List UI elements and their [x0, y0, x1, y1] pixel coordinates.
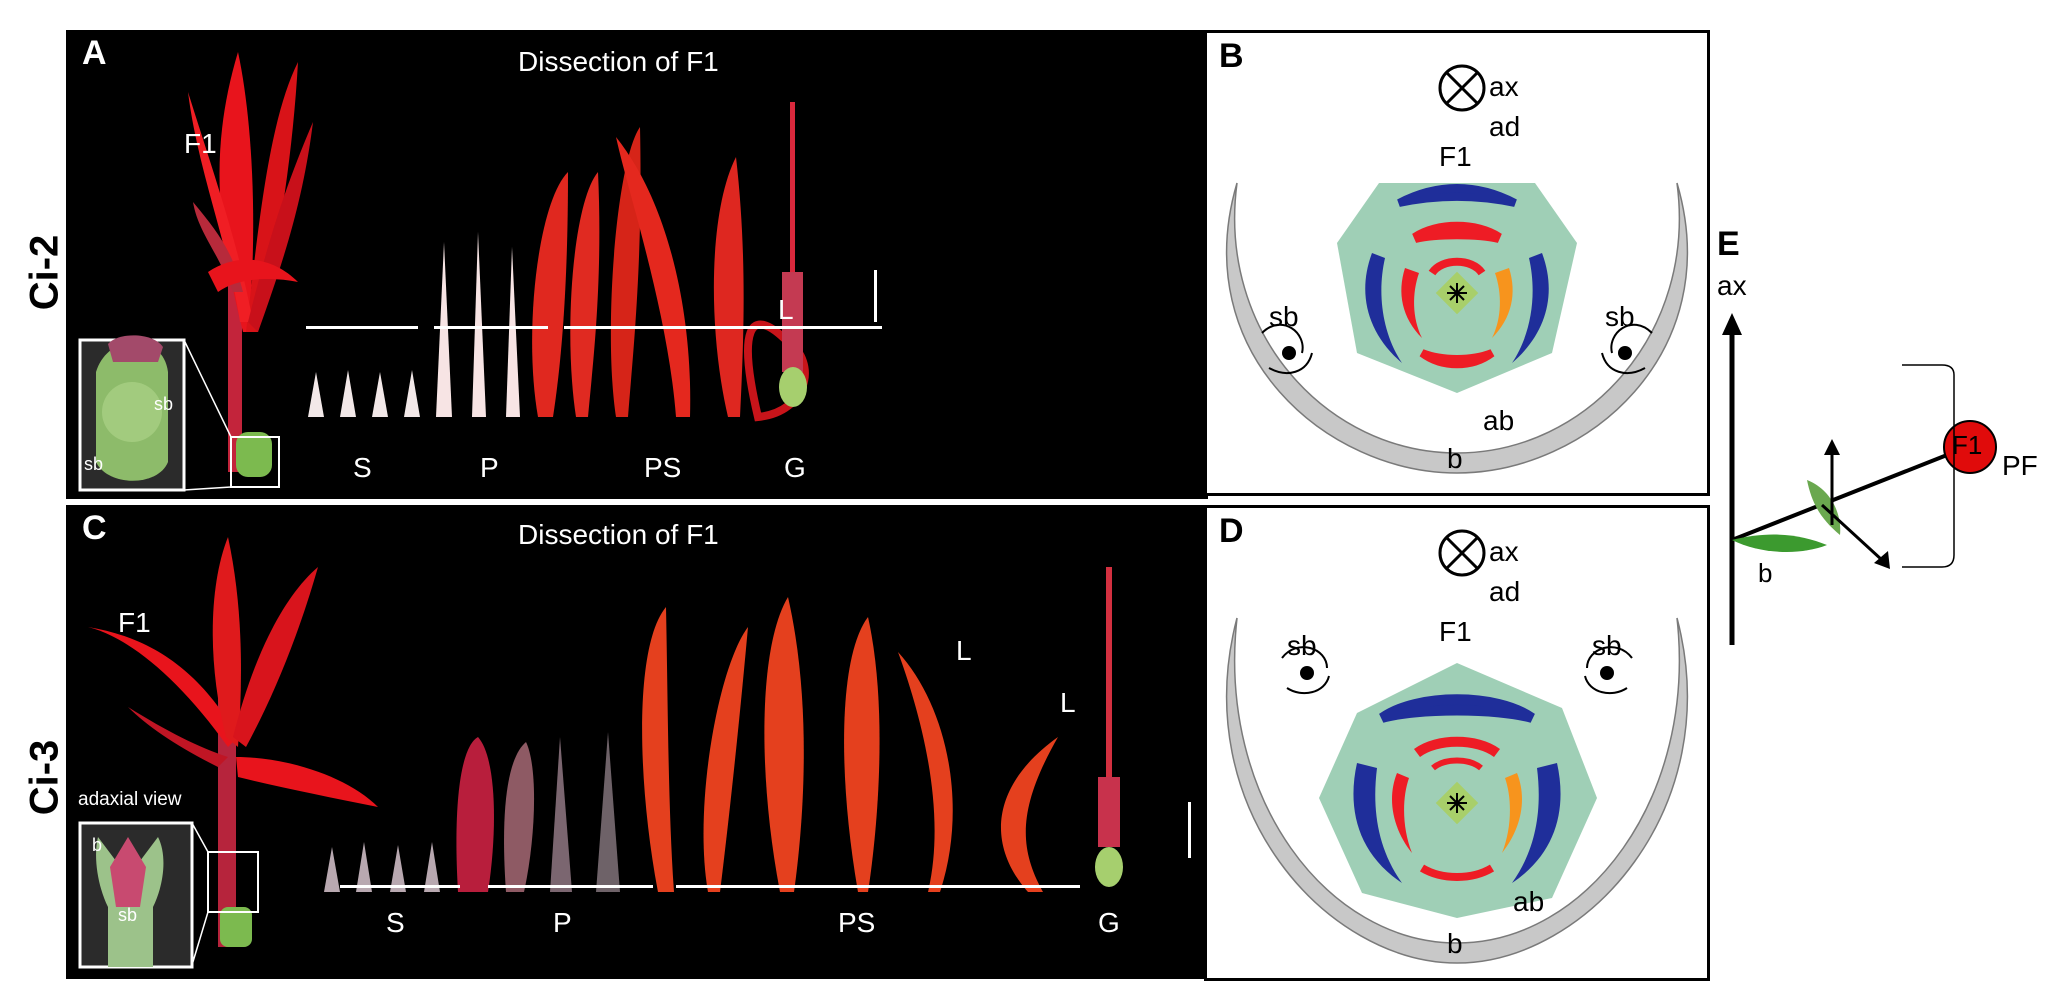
panel-c-label-l1: L — [956, 635, 972, 666]
panel-e-label-pf: PF — [2002, 450, 2038, 481]
petal-b-right — [1512, 253, 1549, 363]
panel-c-title: Dissection of F1 — [518, 519, 719, 550]
sepals-photo-c — [324, 842, 440, 892]
panel-c-plants — [78, 537, 1191, 969]
panel-c-label-s: S — [386, 907, 405, 938]
panel-a-label-l: L — [778, 294, 794, 325]
panel-d-label-sb-left: sb — [1287, 630, 1317, 661]
petals-photo-c — [456, 732, 620, 892]
panel-a-plants — [78, 52, 882, 492]
panel-d-label-b: b — [1447, 928, 1463, 959]
panel-b-label-sb-right: sb — [1605, 301, 1635, 332]
row-label-ci-3: Ci-3 — [22, 739, 67, 816]
panel-b-label-ab: ab — [1483, 405, 1515, 436]
petaloid-staminodes-photo — [532, 127, 809, 422]
panel-d-letter: D — [1219, 512, 1244, 550]
panel-a-flower-label: F1 — [184, 128, 217, 159]
flower-f1-photo-c — [88, 537, 378, 947]
panel-e-letter: E — [1717, 225, 1740, 263]
petal-b-top — [1397, 184, 1517, 207]
petals-photo — [436, 232, 520, 417]
petal-b-left — [1365, 253, 1402, 363]
panel-e-label-b: b — [1758, 558, 1773, 588]
panel-c-inset-title: adaxial view — [78, 789, 182, 810]
panel-e-schematic: E ax F1 b PF — [1712, 225, 2047, 655]
panel-e-label-f1: F1 — [1952, 430, 1983, 460]
panel-d-label-ab: ab — [1513, 886, 1545, 917]
gynoecium-photo — [779, 102, 807, 407]
panel-c-inset-label-sb: sb — [118, 905, 138, 925]
panel-a-photo: A Dissection of F1 F1 sb sb S P PS L G — [66, 30, 1208, 499]
panel-b-label-ad: ad — [1489, 111, 1521, 142]
panel-d-label-ad: ad — [1489, 576, 1521, 607]
panel-d-label-sb-right: sb — [1592, 630, 1622, 661]
panel-a-label-s: S — [353, 452, 372, 483]
panel-c-inset-label-b: b — [92, 835, 103, 855]
panel-b-label-f1: F1 — [1439, 141, 1472, 172]
panel-a-letter: A — [82, 34, 107, 72]
panel-c-label-ps: PS — [838, 907, 876, 938]
panel-a-inset-label-1: sb — [154, 394, 174, 414]
panel-c-flower-label: F1 — [118, 607, 151, 638]
row-label-ci-2: Ci-2 — [22, 234, 67, 311]
gynoecium-photo-c — [1095, 567, 1123, 887]
panel-b-label-sb-left: sb — [1269, 301, 1299, 332]
floral-diagram-d — [1226, 529, 1688, 964]
panel-a-inset-label-2: sb — [84, 454, 104, 474]
panel-d-label-f1: F1 — [1439, 616, 1472, 647]
panel-e-label-ax: ax — [1717, 270, 1747, 301]
panel-c-label-g: G — [1098, 907, 1120, 938]
panel-a-label-ps: PS — [644, 452, 682, 483]
panel-c-label-p: P — [553, 907, 572, 938]
flower-f1-photo — [188, 52, 313, 477]
panel-c-label-l2: L — [1060, 687, 1076, 718]
panel-b-label-ax: ax — [1489, 71, 1519, 102]
panel-c-photo: C Dissection of F1 F1 adaxial view b sb … — [66, 505, 1208, 979]
panel-c-letter: C — [82, 509, 107, 547]
sepals-photo — [308, 370, 420, 417]
panel-d-diagram: D ax ad F1 sb sb ab b — [1204, 505, 1710, 981]
petaloid-staminodes-photo-c — [642, 597, 1058, 892]
panel-e-drawing — [1722, 313, 1997, 645]
panel-b-diagram: B ax ad F1 sb sb ab b — [1204, 30, 1710, 496]
panel-b-label-b: b — [1447, 443, 1463, 474]
panel-d-label-ax: ax — [1489, 536, 1519, 567]
panel-a-title: Dissection of F1 — [518, 46, 719, 77]
floral-diagram-b — [1225, 64, 1689, 474]
panel-a-label-p: P — [480, 452, 499, 483]
panel-b-letter: B — [1219, 37, 1244, 75]
panel-a-label-g: G — [784, 452, 806, 483]
